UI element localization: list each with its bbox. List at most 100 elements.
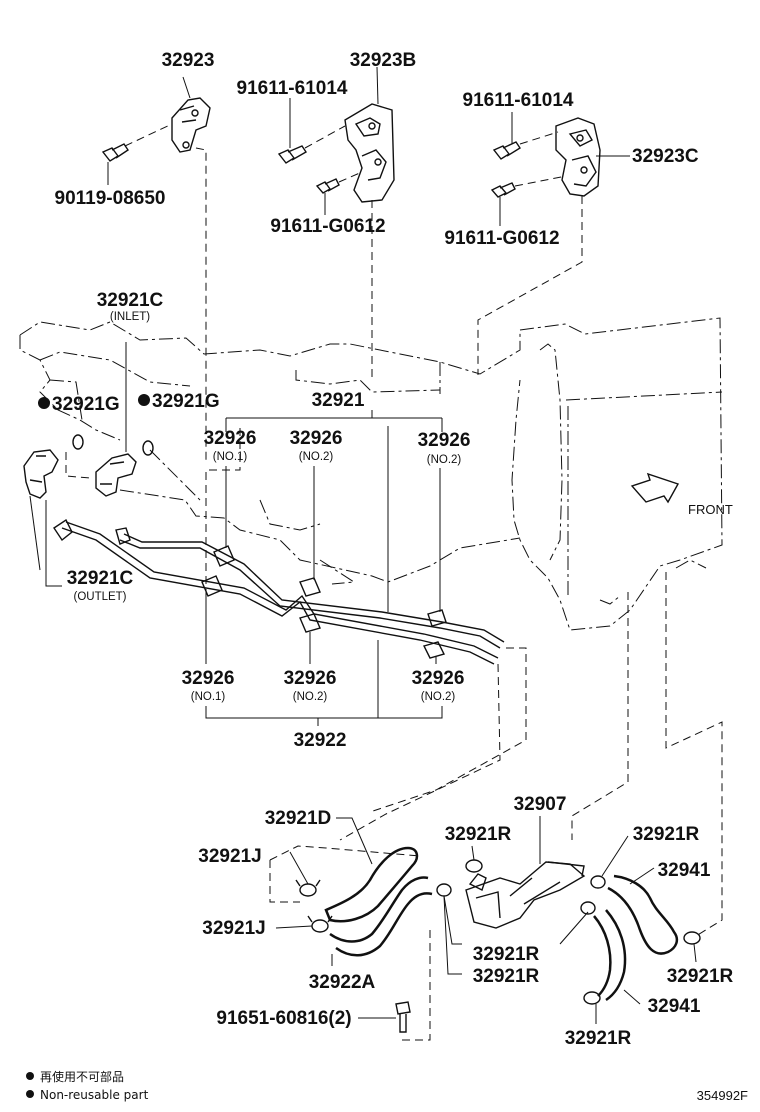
label-32922: 32922: [294, 730, 347, 751]
label-91611-G0612-a: 91611-G0612: [270, 216, 385, 237]
pipe-32921: [115, 527, 505, 649]
dash-link-f: [269, 860, 300, 903]
non-reusable-mark-b: [138, 394, 150, 406]
label-91611-G0612-b: 91611-G0612: [444, 228, 559, 249]
label-32941-b: 32941: [648, 996, 701, 1017]
leader-32941-a: [629, 867, 655, 885]
front-arrow-icon: [630, 472, 680, 504]
clamp-32921R-f-upper: [683, 931, 701, 945]
leader-32921C-outlet-2: [29, 495, 41, 571]
label-32923C: 32923C: [632, 146, 699, 167]
label-32921R-e: 32921R: [667, 966, 734, 987]
label-32922A: 32922A: [309, 972, 376, 993]
label-32921R-c: 32921R: [473, 944, 540, 965]
clamp-32921R-g: [583, 991, 601, 1005]
label-32921R-a: 32921R: [445, 824, 512, 845]
grommet-32926-t1: [213, 545, 235, 567]
dash-32923-down: [195, 147, 207, 460]
label-32921C-inlet-sub: (INLET): [110, 311, 150, 323]
label-32926-t2-sub: (NO.2): [299, 451, 334, 463]
label-32926-t3-sub: (NO.2): [427, 454, 462, 466]
dash-91611-G0612-b: [514, 175, 567, 187]
dash-91611-G0612-a: [338, 171, 363, 183]
leader-32921R-right: [693, 943, 697, 963]
label-32926-t3: 32926: [418, 430, 471, 451]
label-32926-b2: 32926: [284, 668, 337, 689]
leader-32923: [182, 76, 191, 99]
label-91611-61014-a: 91611-61014: [237, 78, 348, 99]
bracket-top-ends: [225, 418, 443, 432]
clamp-32921R-b: [590, 875, 606, 889]
bracket-32923C: [555, 117, 601, 197]
grommet-32926-t3: [427, 609, 447, 627]
dash-link-a: [369, 647, 527, 813]
label-32921G-a: 32921G: [52, 394, 120, 415]
dash-link-d: [665, 572, 723, 937]
dash-link-b: [339, 663, 501, 841]
label-32926-b2-sub: (NO.2): [293, 691, 328, 703]
dash-90119: [124, 123, 173, 147]
legend-bullet-b: [26, 1090, 34, 1098]
leader-32923B: [376, 66, 379, 105]
leader-32941-b: [623, 989, 641, 1005]
label-91651-60816: 91651-60816(2): [216, 1008, 351, 1029]
clamp-32921J-a: [295, 879, 321, 897]
label-32921J-a: 32921J: [198, 846, 261, 867]
label-32921D: 32921D: [265, 808, 332, 829]
legend-bullet-a: [26, 1072, 34, 1080]
hose-32941-b: [593, 909, 627, 1002]
label-32921R-b: 32921R: [633, 824, 700, 845]
union-fitting-32921C-outlet: [23, 449, 59, 499]
label-32921C-outlet-sub: (OUTLET): [73, 591, 126, 603]
gasket-32921G-b: [142, 440, 154, 456]
leader-32921R-e: [443, 895, 462, 975]
leader-32921R-a: [471, 845, 475, 861]
bracket-bottom-32926: [205, 706, 443, 719]
hose-32921D: [324, 846, 419, 923]
label-32921R-f: 32921R: [565, 1028, 632, 1049]
clamp-32921R-f: [580, 901, 596, 915]
dash-91611-b: [519, 131, 559, 145]
label-32921C-outlet: 32921C: [67, 568, 134, 589]
dash-32921-left: [205, 428, 241, 620]
label-32926-b3-sub: (NO.2): [421, 691, 456, 703]
label-32926-t2: 32926: [290, 428, 343, 449]
grommet-32926-b3: [422, 641, 446, 659]
label-32921C-inlet: 32921C: [97, 290, 164, 311]
bolt-90119-08650: [101, 143, 129, 162]
legend-line-1: 再使用不可部品: [40, 1069, 124, 1084]
clamp-32921R-c: [436, 883, 452, 897]
leader-32921R-d: [443, 895, 462, 945]
leader-32921J-b: [275, 925, 313, 929]
dash-91611-a: [304, 125, 346, 149]
transmission-outline: [19, 317, 723, 631]
label-32926-b3: 32926: [412, 668, 465, 689]
leader-32921R-f: [559, 911, 589, 945]
hose-32922A: [329, 876, 433, 957]
label-32926-t1-sub: (NO.1): [213, 451, 248, 463]
label-32923: 32923: [162, 50, 215, 71]
union-fitting-32921C-inlet: [95, 453, 137, 497]
leader-32921D: [336, 817, 373, 865]
leader-32921C-outlet: [45, 500, 62, 587]
clamp-32921R-a: [465, 859, 483, 873]
dash-link-c: [571, 592, 629, 840]
label-front: FRONT: [688, 502, 733, 517]
grommet-32926-t2: [299, 577, 321, 597]
bolt-91611-61014-b: [492, 141, 521, 160]
bolt-91611-G0612-b: [490, 182, 516, 198]
label-32921G-b: 32921G: [152, 391, 220, 412]
figure-id: 354992F: [697, 1088, 748, 1103]
bracket-32923: [171, 97, 211, 153]
leader-32921J-a: [289, 851, 309, 885]
grommet-32926-b1: [201, 575, 223, 597]
dash-link-e: [269, 845, 421, 861]
label-32941-a: 32941: [658, 860, 711, 881]
leader-32921R-b: [601, 835, 629, 877]
label-32921R-d: 32921R: [473, 966, 540, 987]
label-32926-t1: 32926: [204, 428, 257, 449]
oil-cooler-32907: [465, 861, 586, 929]
hose-32941-a: [607, 874, 679, 955]
